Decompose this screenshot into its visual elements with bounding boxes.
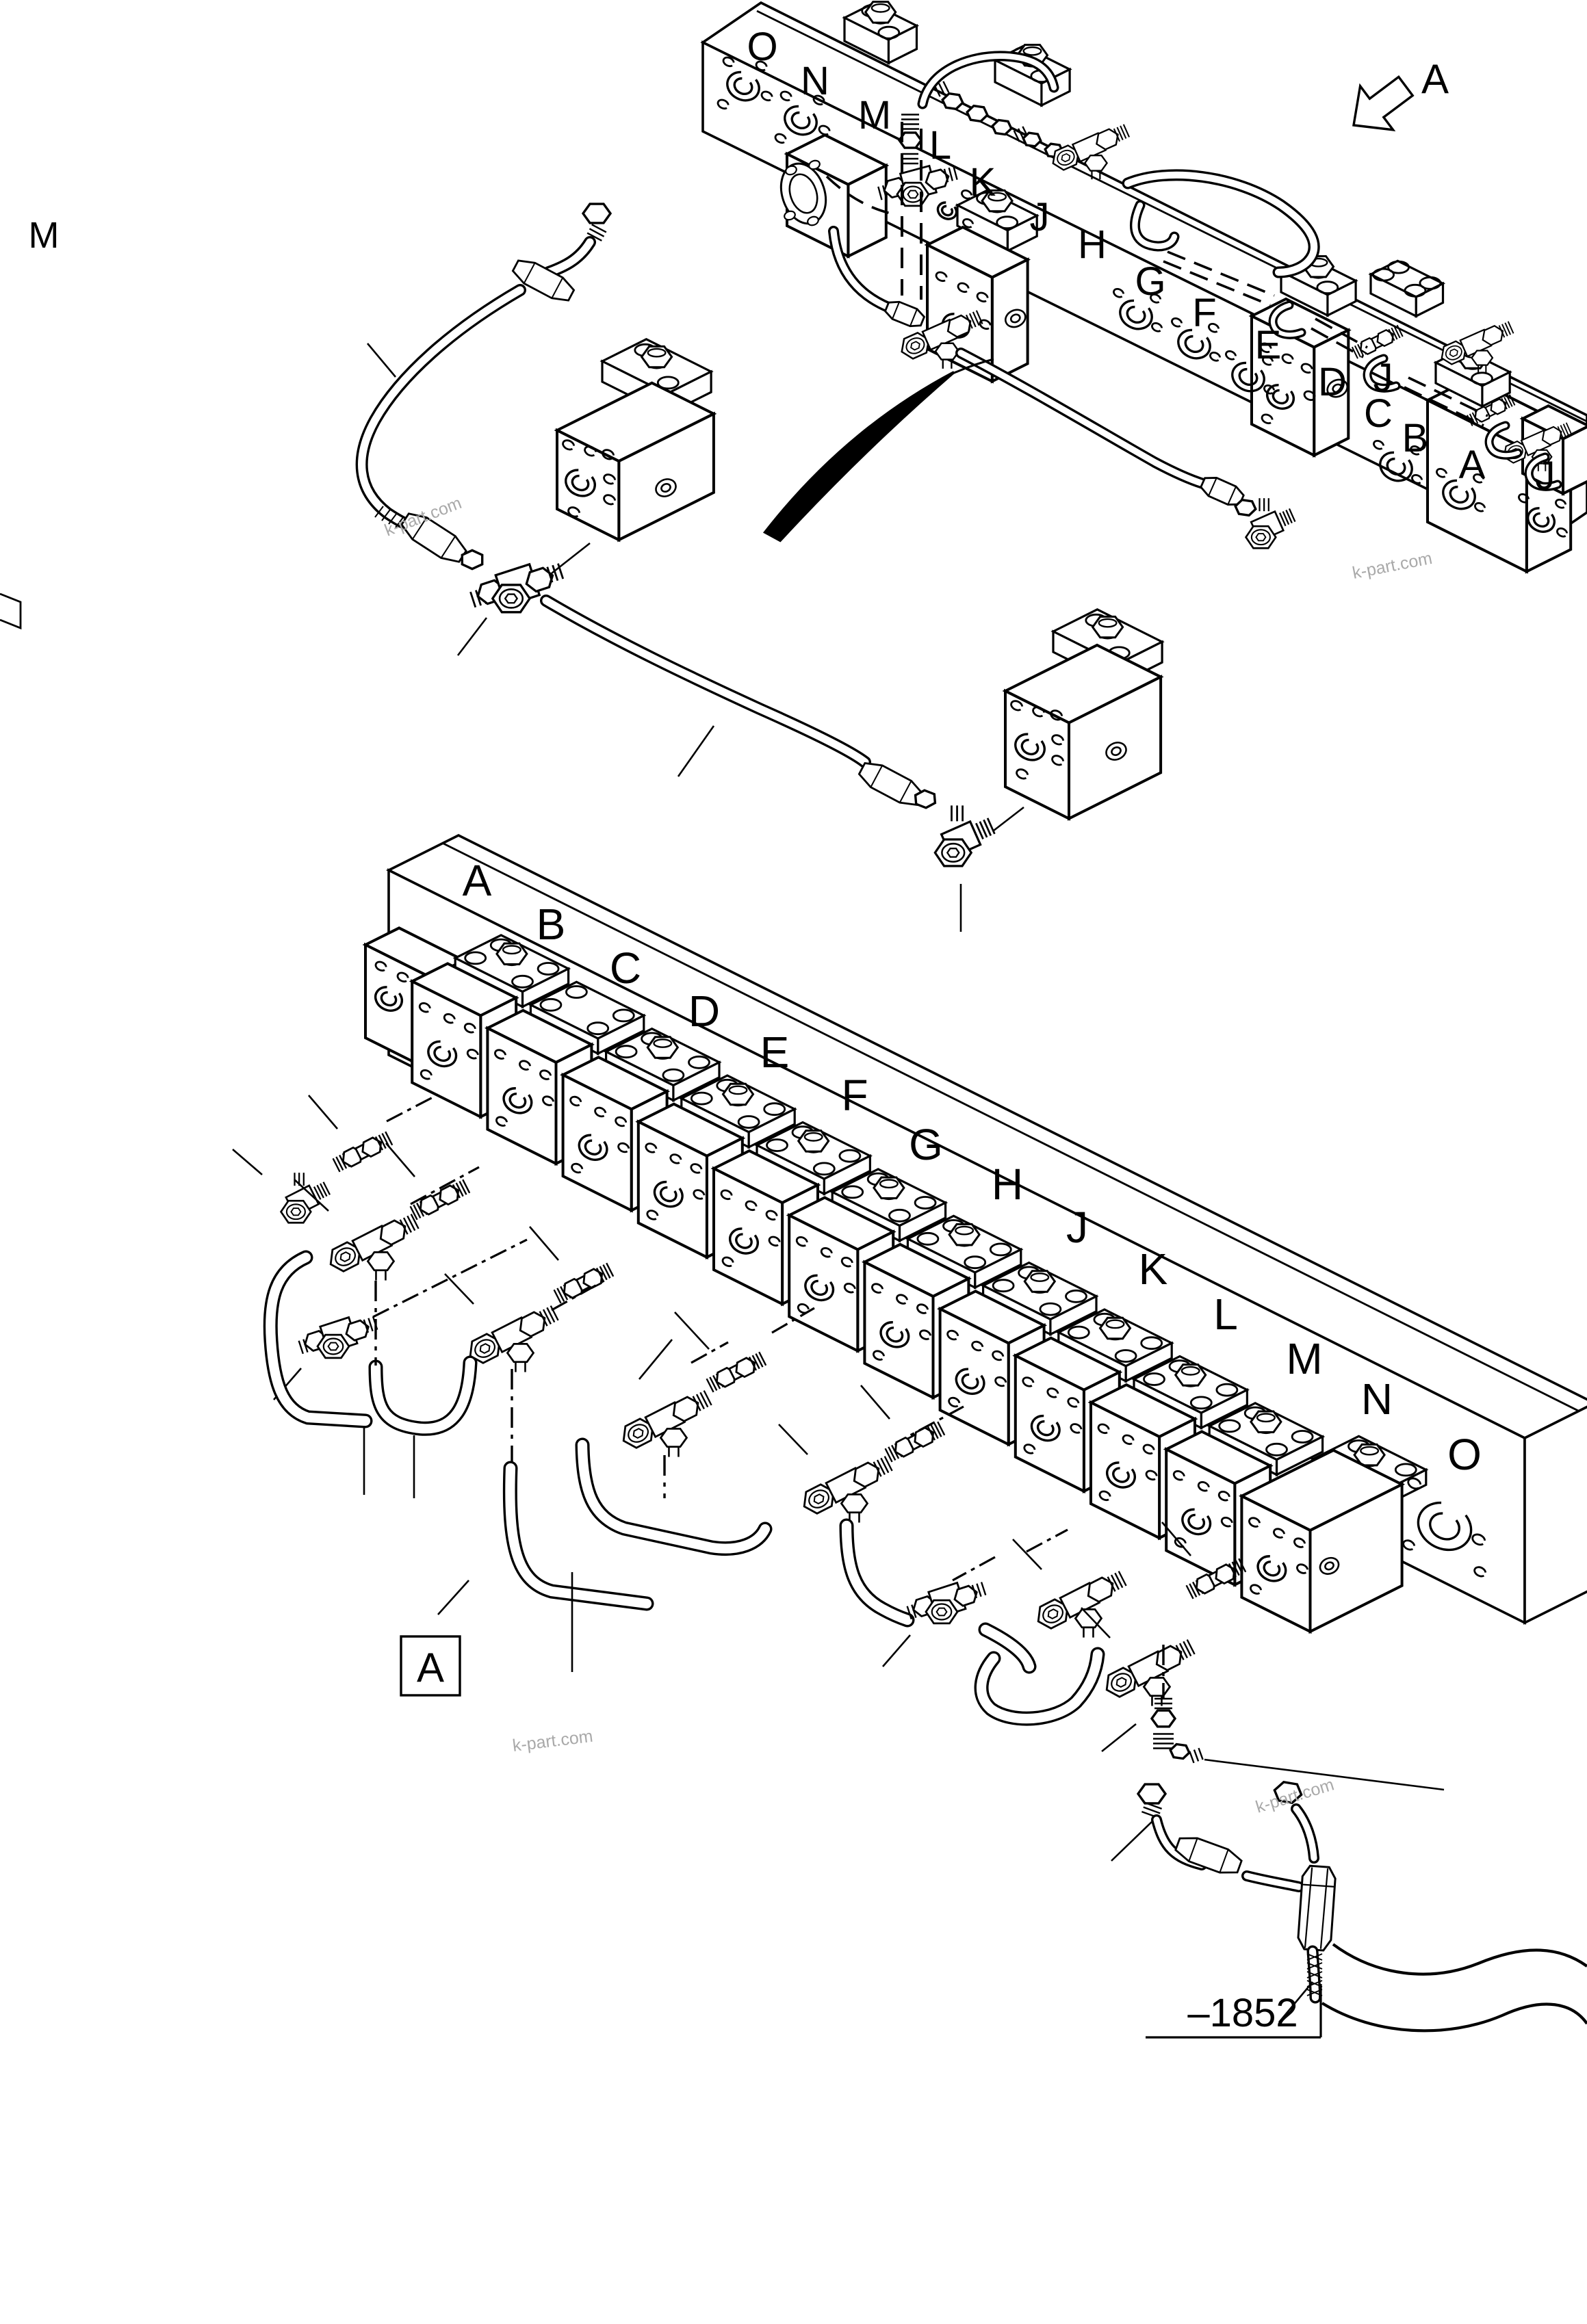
svg-text:D: D — [688, 987, 720, 1036]
svg-text:L: L — [1213, 1290, 1238, 1339]
svg-text:B: B — [1402, 416, 1429, 460]
svg-text:–1852: –1852 — [1187, 1991, 1298, 2035]
svg-text:K: K — [970, 160, 996, 205]
svg-text:M: M — [858, 93, 891, 138]
svg-text:L: L — [929, 123, 951, 168]
svg-text:N: N — [801, 59, 829, 103]
svg-text:A: A — [1421, 56, 1449, 102]
svg-text:K: K — [1139, 1244, 1168, 1294]
svg-text:M: M — [29, 215, 60, 256]
svg-text:C: C — [610, 943, 641, 993]
svg-text:A: A — [417, 1645, 444, 1690]
svg-text:M: M — [1286, 1334, 1322, 1383]
svg-text:D: D — [1318, 360, 1347, 404]
svg-text:F: F — [1192, 291, 1216, 335]
svg-text:H: H — [1078, 222, 1107, 267]
svg-text:E: E — [1255, 323, 1282, 367]
svg-text:G: G — [909, 1120, 943, 1169]
svg-text:A: A — [463, 856, 492, 905]
svg-text:C: C — [1364, 391, 1393, 436]
svg-text:J: J — [1373, 356, 1393, 400]
svg-text:A: A — [1459, 443, 1486, 487]
svg-text:O: O — [1447, 1430, 1482, 1479]
svg-text:H: H — [992, 1160, 1023, 1209]
svg-text:B: B — [537, 900, 566, 949]
svg-text:G: G — [1135, 259, 1165, 304]
svg-text:F: F — [841, 1071, 868, 1120]
svg-text:J: J — [1536, 454, 1556, 498]
svg-text:N: N — [1361, 1374, 1393, 1424]
svg-text:O: O — [747, 25, 777, 69]
svg-text:J: J — [1066, 1203, 1088, 1252]
svg-text:J: J — [1030, 195, 1050, 239]
svg-text:E: E — [760, 1028, 790, 1077]
